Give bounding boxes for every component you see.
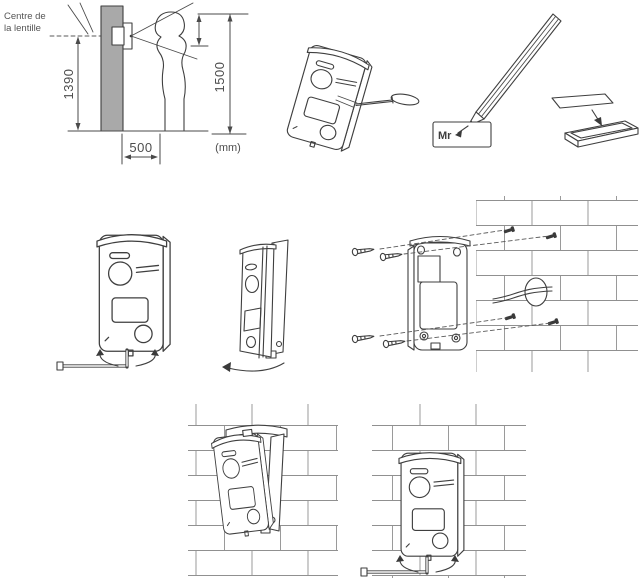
door-station-tilted-panel [239,243,277,359]
rear-mounting-bracket [407,235,471,351]
dimension-500: 500 [121,133,161,165]
alignment-line [379,317,507,337]
screw-icon [351,332,375,344]
screw-icon [351,245,375,257]
brick-wall [476,196,638,372]
bracket-wall-fixing-figure [351,196,638,372]
alignment-line [406,322,552,342]
units-label: (mm) [215,142,241,154]
view-angle-line-back1 [67,4,89,35]
pencil-icon [467,13,562,127]
alignment-line [379,229,506,250]
hook-tab [242,428,253,438]
lens-center-label-line2: la lentille [4,23,41,34]
lens-center-label-line1: Centre de [4,11,46,22]
person-silhouette [154,11,187,132]
wall-section [100,5,124,132]
rotation-arrows [96,349,159,367]
name-card: Mr [432,121,492,148]
screw-icon [379,250,403,262]
security-screw-release-figure [56,234,171,371]
front-panel-hooking-figure [188,404,338,576]
security-screw-tightening-figure [360,404,526,578]
view-angle-line-back2 [79,2,94,33]
cable-hole [492,277,553,307]
door-station-front-figure [96,234,171,357]
head-fov-dimension [190,13,249,47]
dimension-1500-label: 1500 [212,62,227,93]
dimension-1500: 1500 [211,14,247,135]
alignment-line [403,235,550,255]
screw-icon [382,337,406,349]
view-angle-line-lower [130,35,198,60]
dimension-1390: 1390 [61,36,81,131]
hex-key-icon [56,348,129,371]
front-panel-opening-figure [222,239,289,372]
card-holder [551,93,639,148]
door-station-front-figure [398,452,465,561]
name-card-text: Mr [438,130,452,142]
dimension-1390-label: 1390 [61,69,76,100]
rotation-arrows [396,555,459,573]
door-station-front-figure [282,42,375,158]
door-station-bracket-side [111,26,125,46]
mounting-height-diagram: Centre de la lentille 1390 [4,2,249,165]
dimension-500-label: 500 [129,140,152,155]
view-angle-line-upper [130,2,194,37]
name-card-labelling-figure: Mr [432,13,639,148]
small-screwdriver-icon [355,93,420,107]
name-card-window-removal-figure [282,42,420,158]
swing-arrow [222,362,285,372]
